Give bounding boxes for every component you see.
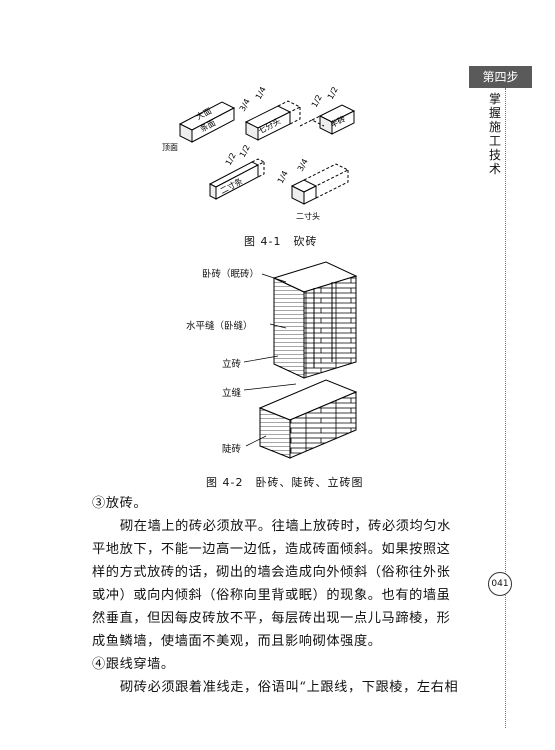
half-brick [299,104,356,135]
chapter-title-vertical: 掌 握 施 工 技 术 [488,92,502,176]
chapter-step-tab: 第四步 [469,66,532,88]
fraction: 1/2 [238,143,252,159]
fraction: 1/4 [276,169,290,185]
title-char: 掌 [488,92,501,106]
lower-wall [258,379,358,459]
figure-brick-wall [243,261,358,459]
paragraph-gen-xian: 砌砖必须跟着准线走，俗语叫“上跟线，下跟棱，左右相 [120,680,459,695]
figure-2-caption: 图 4-2 卧砖、陡砖、立砖图 [206,476,364,489]
title-char: 施 [488,120,501,134]
three-quarter-brick [244,100,302,141]
label-wozhuan: 卧砖（眠砖） [202,269,260,280]
upper-wall [272,261,358,379]
sidebar-dotted-line [505,88,506,728]
label-end-face: 顶面 [162,143,178,152]
label-ercuntou: 二寸头 [296,211,320,221]
title-char: 术 [488,162,501,176]
label-lizhuan: 立砖 [222,359,242,370]
label-douzhuan: 陡砖 [222,444,242,455]
step-heading-3: ③放砖。 [92,496,148,511]
fraction: 3/4 [296,157,310,173]
fraction: 1/2 [310,93,324,109]
body-text: ③放砖。 砌在墙上的砖必须放平。往墙上放砖时，砖必须均匀水平地放下，不能一边高一… [92,492,464,699]
page-number: 041 [488,572,512,596]
title-char: 握 [488,106,501,120]
title-char: 工 [488,134,501,148]
fraction: 3/4 [238,97,252,113]
figure-brick-cutting: 大面 条面 顶面 七分头 半砖 二寸条 二寸头 3/4 1/4 1/2 1/2 … [162,86,356,221]
fraction: 1/2 [224,151,238,167]
step-heading-4: ④跟线穿墙。 [92,657,175,672]
whole-brick [178,101,236,143]
figure-1-caption: 图 4-1 砍砖 [244,235,318,248]
title-char: 技 [488,148,501,162]
fraction: 1/2 [326,86,340,101]
paragraph-fang-zhuan: 砌在墙上的砖必须放平。往墙上放砖时，砖必须均匀水平地放下，不能一边高一边低，造成… [92,519,451,649]
label-lifeng: 立缝 [222,388,242,399]
strip-brick [208,158,266,200]
label-shuipingfeng: 水平缝（卧缝） [186,321,253,332]
fraction: 1/4 [254,86,268,101]
quarter-brick [290,163,350,205]
